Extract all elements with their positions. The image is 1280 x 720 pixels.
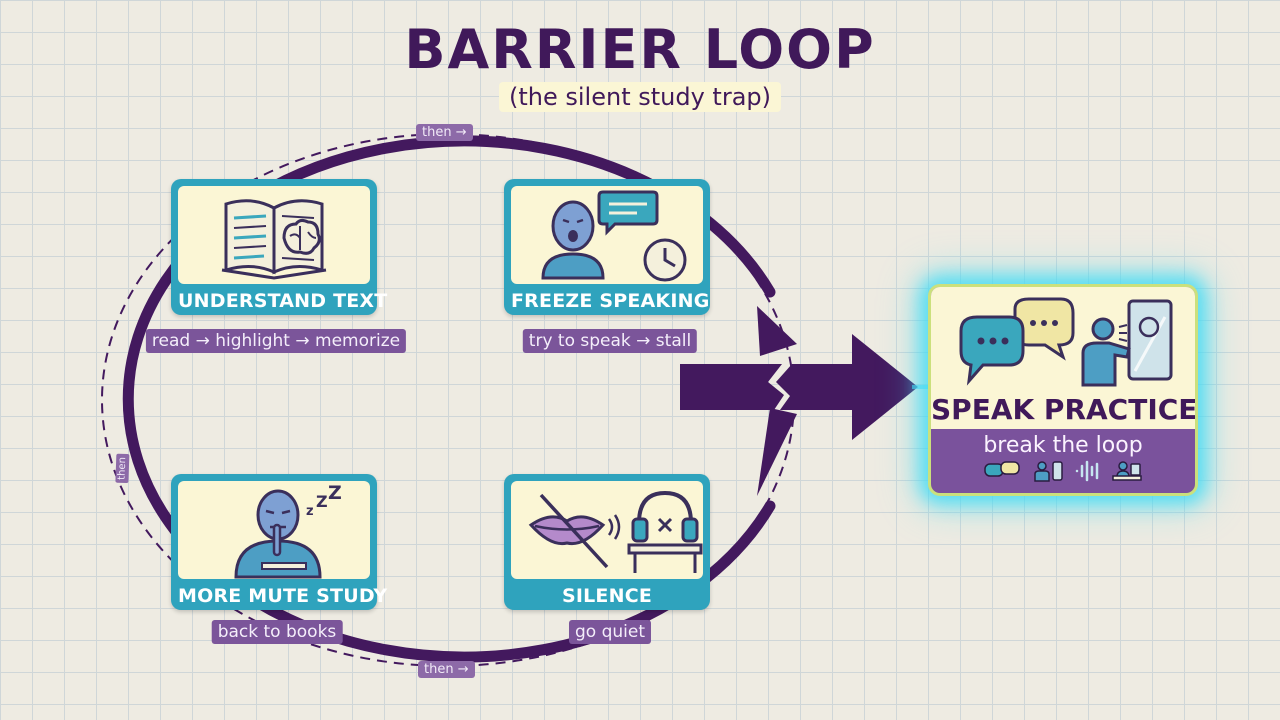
chat-bubbles-icon [959, 297, 1075, 386]
svg-text:Z: Z [316, 492, 328, 511]
mini-desk-icon [1111, 460, 1143, 486]
connector-tag-top: then → [416, 124, 473, 141]
connector-tag-bottom: then → [418, 661, 475, 678]
brain-icon [282, 218, 321, 255]
loop-arrow-head-top [757, 306, 797, 356]
step-art [178, 186, 370, 284]
mini-chat-icon [983, 460, 1023, 486]
solution-art: SPEAK PRACTICE [931, 287, 1195, 429]
step-label: SILENCE [561, 585, 653, 607]
step-caption-freeze-speaking: try to speak → stall [522, 329, 698, 353]
step-label: FREEZE SPEAKING [511, 290, 710, 312]
solution-label: SPEAK PRACTICE [931, 393, 1198, 426]
loop-arrow-head-bottom [757, 408, 797, 496]
sound-wave-icon [1073, 460, 1103, 486]
crossed-lips-icon [528, 493, 621, 569]
step-art [511, 186, 703, 284]
solution-icon-row [931, 460, 1195, 486]
sleepy-student-icon: z Z Z [234, 482, 342, 579]
desk-icon [627, 543, 703, 573]
step-label: MORE MUTE STUDY [178, 585, 388, 607]
mirror-speaker-icon [1081, 299, 1173, 387]
speech-bubble-icon [597, 190, 659, 236]
step-label: UNDERSTAND TEXT [178, 290, 388, 312]
break-arrow-head [776, 334, 918, 440]
svg-text:z: z [306, 504, 314, 519]
diagram-subtitle: (the silent study trap) [498, 82, 782, 112]
step-caption-more-mute-study: back to books [211, 620, 343, 644]
svg-text:Z: Z [328, 482, 342, 504]
break-arrow-tail [680, 364, 784, 410]
step-caption-silence: go quiet [568, 620, 652, 644]
connector-tag-left: then [115, 453, 130, 484]
step-art: z Z Z [178, 481, 370, 579]
step-card-freeze-speaking: FREEZE SPEAKING [504, 179, 710, 315]
step-art [511, 481, 703, 579]
solution-card-speak-practice: SPEAK PRACTICE break the loop [928, 284, 1198, 496]
loop-arrow-arc [122, 135, 776, 663]
step-card-silence: SILENCE [504, 474, 710, 610]
step-card-more-mute-study: z Z Z MORE MUTE STUDY [171, 474, 388, 610]
diagram-title: BARRIER LOOP [404, 18, 876, 81]
solution-caption: break the loop [983, 433, 1143, 458]
step-caption-understand-text: read → highlight → memorize [145, 329, 407, 353]
clock-icon [643, 238, 687, 282]
headphones-icon [631, 490, 699, 543]
mini-person-icon [1031, 460, 1065, 486]
step-card-understand-text: UNDERSTAND TEXT [171, 179, 388, 315]
frozen-face-icon [541, 200, 605, 280]
